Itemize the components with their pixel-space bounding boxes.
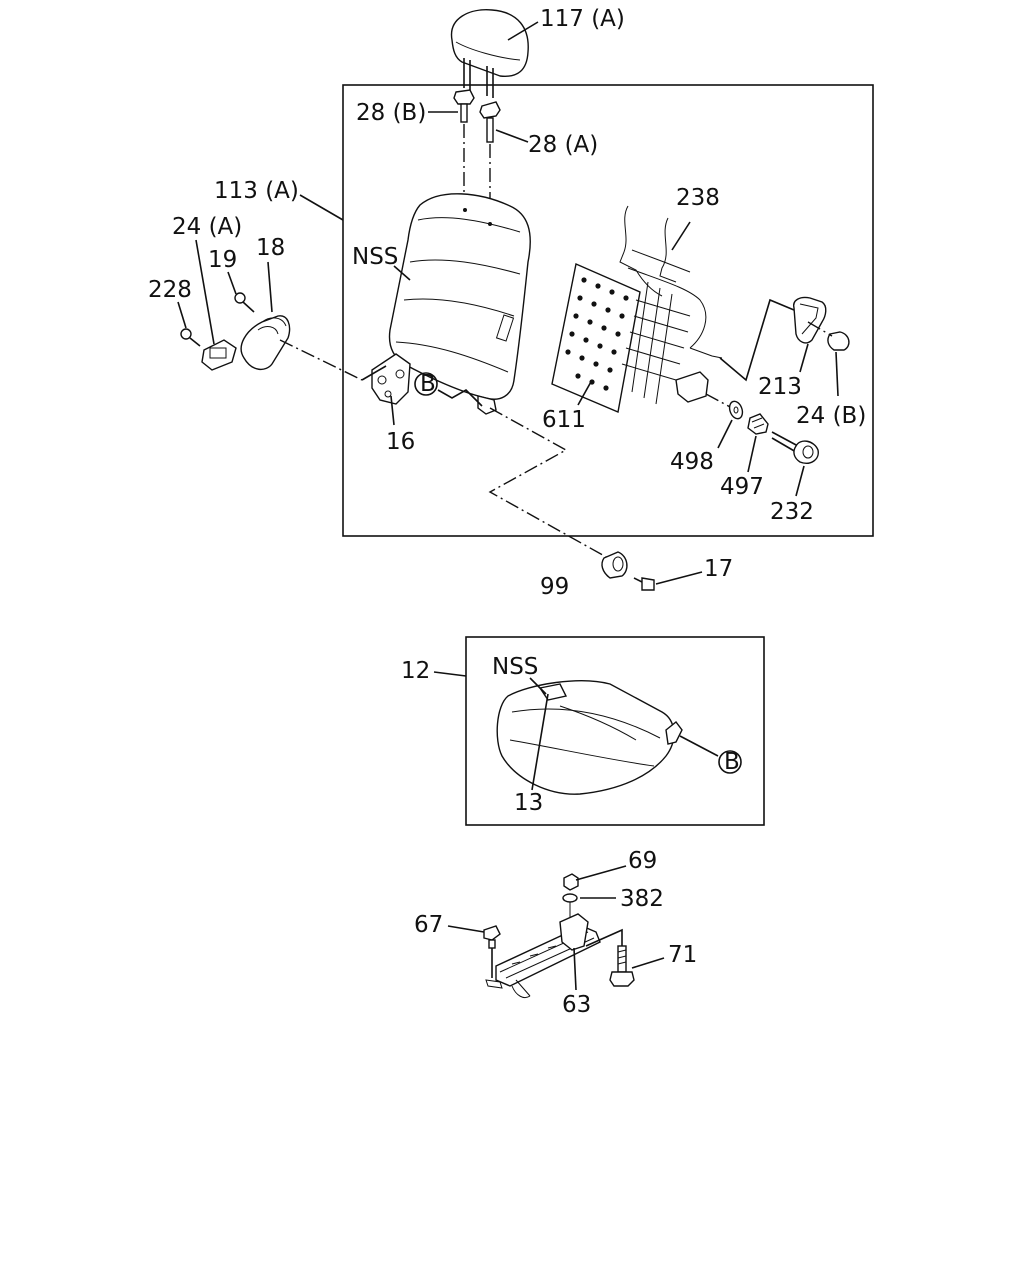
label-611: 611 (542, 407, 586, 433)
leader-nss2 (529, 677, 547, 695)
label-382: 382 (620, 886, 664, 912)
leader-238 (671, 221, 691, 251)
leader-cable-213 (719, 298, 795, 382)
lumbar-knob-part (827, 331, 850, 351)
leader-nss1 (393, 265, 411, 281)
label-17: 17 (704, 556, 733, 582)
leader-71 (631, 957, 665, 969)
knob-232-part (771, 431, 819, 464)
label-213: 213 (758, 374, 802, 400)
headrest-part (450, 9, 529, 98)
leader-19 (227, 271, 237, 295)
washer-382-part (562, 893, 578, 903)
ref-b-circle-2 (718, 750, 742, 774)
seat-frame-wire-part (619, 205, 723, 405)
label-113a: 113 (A) (214, 178, 299, 204)
leader-67 (447, 925, 485, 933)
leader-12 (433, 671, 467, 677)
label-28b: 28 (B) (356, 100, 426, 126)
bolt-path (488, 407, 609, 559)
seatback-part (388, 193, 531, 415)
leader-71-bracket (585, 928, 623, 947)
label-16: 16 (386, 429, 415, 455)
leader-113a (299, 194, 344, 221)
leader-17 (655, 571, 703, 585)
hinge-bracket-part (371, 353, 411, 405)
label-nss-2: NSS (492, 654, 538, 680)
lever-handle-part (201, 339, 237, 371)
leader-213 (799, 343, 809, 373)
label-ref-b-1: B (420, 371, 436, 397)
cushion-group-frame (465, 636, 765, 826)
lumbar-cover-part (793, 296, 827, 344)
leader-497 (747, 435, 757, 473)
label-71: 71 (668, 942, 697, 968)
screw-228-part (180, 328, 201, 347)
screw-17-part (633, 577, 655, 591)
leader-16 (390, 395, 395, 426)
leader-13 (531, 693, 549, 791)
seatback-group-frame (342, 84, 874, 537)
label-63: 63 (562, 992, 591, 1018)
label-18: 18 (256, 235, 285, 261)
screw-19-part (234, 292, 255, 313)
label-69: 69 (628, 848, 657, 874)
label-12: 12 (401, 658, 430, 684)
leader-63 (573, 947, 577, 991)
bolt-67-part (483, 925, 501, 978)
label-238: 238 (676, 185, 720, 211)
nut-69-part (563, 873, 579, 891)
ref-b-circle-1 (414, 372, 438, 396)
bushing-497-part (747, 413, 769, 435)
label-498: 498 (670, 449, 714, 475)
label-nss-1: NSS (352, 244, 398, 270)
lumbar-pad-part (551, 263, 641, 413)
label-24a: 24 (A) (172, 214, 242, 240)
nut-99-part (601, 551, 628, 579)
headrest-guide-28a (479, 101, 501, 143)
leader-28a (495, 129, 529, 143)
label-117a: 117 (A) (540, 6, 625, 32)
washer-498-part (728, 400, 744, 420)
label-13: 13 (514, 790, 543, 816)
leader-117a (507, 21, 539, 41)
leader-232 (795, 465, 805, 497)
leader-ref-b-2 (679, 735, 719, 757)
leader-24a (195, 239, 215, 345)
label-228: 228 (148, 277, 192, 303)
recliner-cover-part (240, 315, 291, 371)
seat-cushion-part (496, 680, 683, 795)
leader-18 (267, 261, 273, 313)
label-28a: 28 (A) (528, 132, 598, 158)
label-19: 19 (208, 247, 237, 273)
label-232: 232 (770, 499, 814, 525)
label-497: 497 (720, 474, 764, 500)
label-24b: 24 (B) (796, 403, 866, 429)
leader-69 (575, 865, 627, 881)
leader-24b (835, 351, 839, 397)
leader-228 (177, 301, 187, 329)
leader-611 (577, 379, 593, 406)
label-ref-b-2: B (724, 749, 740, 775)
headrest-guide-28b (453, 89, 475, 123)
bolt-71-part (609, 945, 635, 987)
label-99: 99 (540, 574, 569, 600)
seat-rail-part (485, 913, 601, 999)
leader-498 (717, 419, 733, 449)
label-67: 67 (414, 912, 443, 938)
